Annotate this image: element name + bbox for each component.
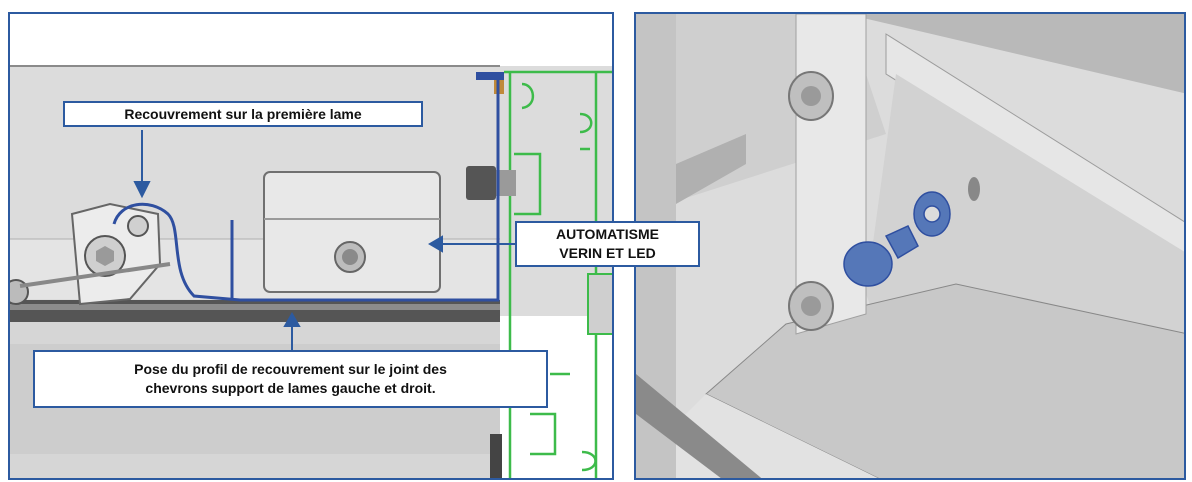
pivot-mechanism xyxy=(10,202,171,306)
callout-arrows xyxy=(133,130,519,352)
iso-drawing xyxy=(636,14,1184,478)
callout-automation-line1: AUTOMATISME xyxy=(556,226,659,242)
callout-pose-line1: Pose du profil de recouvrement sur le jo… xyxy=(134,361,447,377)
automation-box xyxy=(263,171,441,293)
blue-screw xyxy=(843,191,951,287)
callout-overlap-first-blade: Recouvrement sur la première lame xyxy=(63,101,423,127)
right-3d-view xyxy=(634,12,1186,480)
callout-automation: AUTOMATISME VERIN ET LED xyxy=(515,221,700,267)
callout-automation-line2: VERIN ET LED xyxy=(559,245,656,261)
bolt-head xyxy=(466,166,496,200)
overlap-profile xyxy=(112,74,500,302)
callout-pose-line2: chevrons support de lames gauche et droi… xyxy=(145,380,436,396)
column-bolts xyxy=(788,71,834,331)
callout-profile-pose: Pose du profil de recouvrement sur le jo… xyxy=(33,350,548,408)
callout-overlap-text: Recouvrement sur la première lame xyxy=(124,105,362,122)
